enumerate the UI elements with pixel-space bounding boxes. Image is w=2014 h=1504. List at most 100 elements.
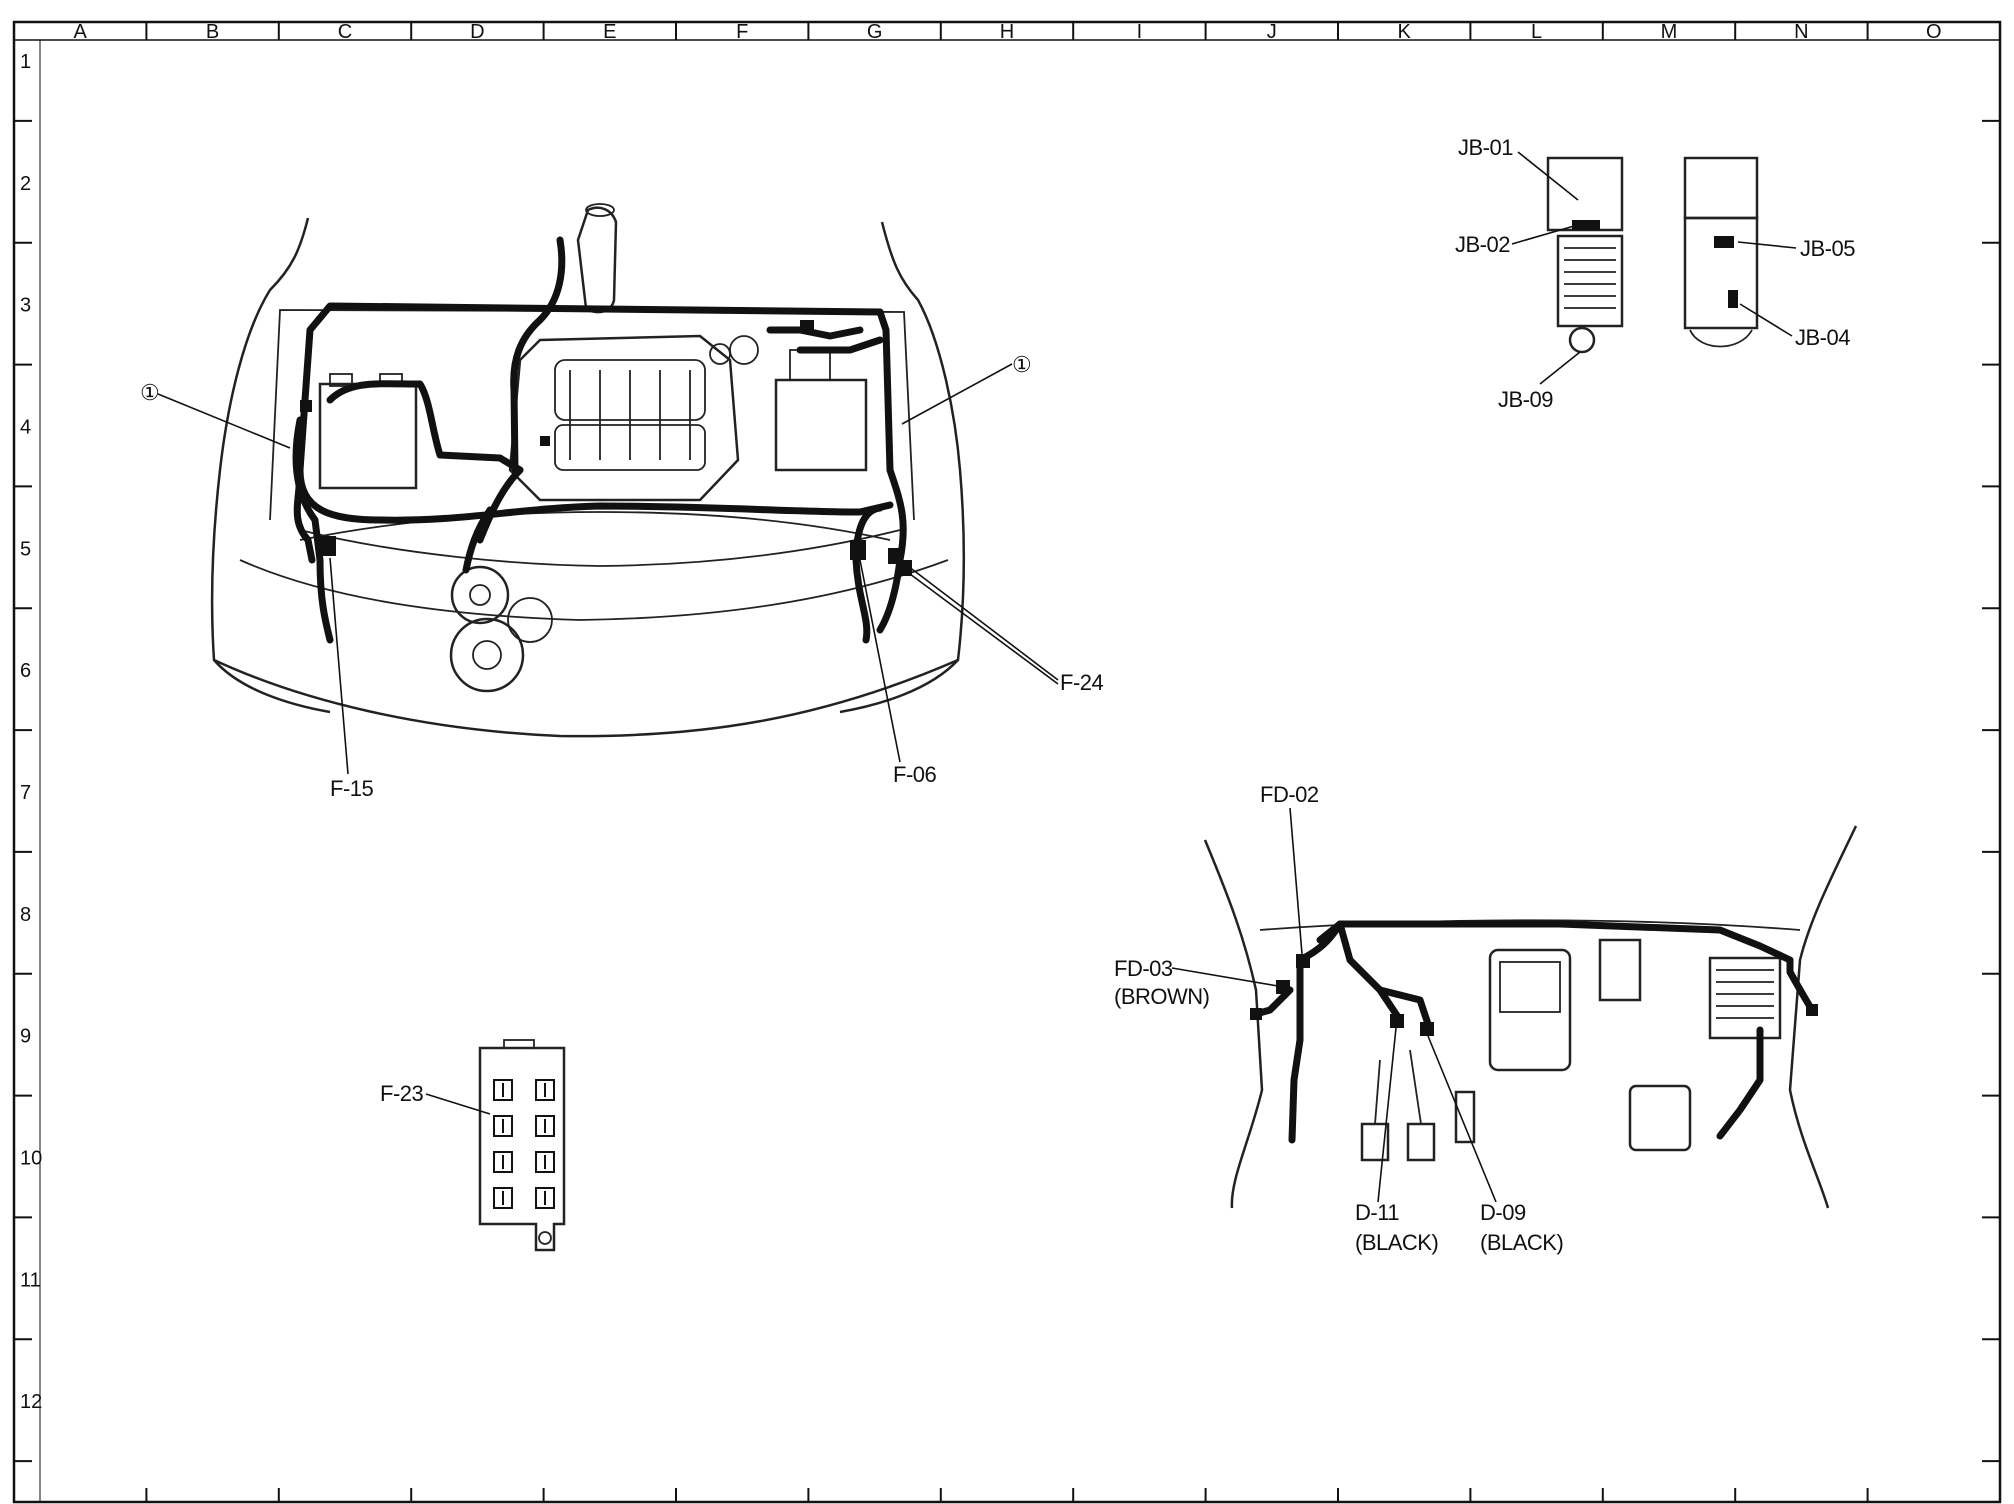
connector-fd03 — [1276, 980, 1290, 994]
column-label: M — [1661, 21, 1678, 43]
column-label: J — [1267, 21, 1277, 43]
connector-f24-a — [888, 548, 900, 564]
engine-block — [508, 334, 740, 502]
column-label: D — [470, 21, 484, 43]
row-label: 2 — [20, 173, 31, 195]
relay-cell — [493, 1115, 513, 1137]
dashboard-illustration — [1203, 825, 1858, 1209]
label-jb02: JB-02 — [1455, 232, 1510, 257]
column-labels: A B C D E F G H I J K L M N O — [74, 21, 1942, 43]
control-module — [1628, 1084, 1692, 1152]
relay-block-body — [478, 1046, 566, 1252]
air-cleaner — [774, 378, 868, 472]
column-label: F — [736, 21, 748, 43]
hvac-unit — [1488, 948, 1572, 1072]
label-fd02: FD-02 — [1260, 782, 1319, 807]
column-label: K — [1398, 21, 1412, 43]
front-bumper — [213, 658, 959, 738]
label-f15: F-15 — [330, 776, 374, 801]
junction-box-labels: JB-01 JB-02 JB-05 JB-04 JB-09 — [1455, 135, 1856, 412]
pulley-lower — [449, 617, 525, 693]
relay-cell — [535, 1079, 555, 1101]
left-a-pillar — [1203, 839, 1264, 1209]
row-label: 11 — [20, 1269, 41, 1291]
column-label: H — [1000, 21, 1014, 43]
connector-f15 — [320, 536, 336, 556]
label-jb04: JB-04 — [1795, 325, 1850, 350]
pulley-upper — [450, 565, 510, 625]
connector-f24-b — [900, 560, 912, 576]
relay-cell — [493, 1151, 513, 1173]
left-fender — [210, 217, 331, 714]
callout-1-right: ① — [1012, 352, 1031, 377]
callout-1-left: ① — [140, 380, 159, 405]
engine-bay-labels: ① ① F-15 F-06 F-24 — [140, 352, 1104, 801]
column-label: O — [1926, 21, 1942, 43]
engine-bay-illustration — [210, 203, 966, 738]
row-label: 3 — [20, 295, 31, 317]
dash-top-edge — [1259, 919, 1801, 931]
row-ticks — [14, 119, 2000, 1463]
air-intake-duct — [576, 206, 618, 314]
relay-block-illustration — [478, 1039, 566, 1252]
right-a-pillar — [1788, 825, 1858, 1209]
jb-right-unit — [1683, 156, 1759, 220]
label-fd03: FD-03 — [1114, 956, 1173, 981]
bumper-inner — [239, 559, 949, 621]
accelerator-pedal — [1406, 1122, 1436, 1162]
label-d09-color: (BLACK) — [1480, 1230, 1563, 1255]
row-label: 8 — [20, 904, 31, 926]
jb-left-unit — [1546, 156, 1624, 232]
relay-cell — [493, 1187, 513, 1209]
harness-battery-branch — [326, 380, 524, 474]
label-d11: D-11 — [1355, 1200, 1399, 1225]
relay-cell — [535, 1115, 555, 1137]
blower-housing — [1708, 956, 1782, 1040]
grille-line — [299, 529, 901, 567]
row-label: 5 — [20, 538, 31, 560]
connector-d09 — [1420, 1022, 1434, 1036]
label-d09: D-09 — [1480, 1200, 1526, 1225]
junction-box-illustration — [1546, 156, 1759, 354]
column-label: E — [603, 21, 616, 43]
harness-left-branch — [292, 416, 334, 644]
column-label: N — [1794, 21, 1808, 43]
label-f24: F-24 — [1060, 670, 1104, 695]
column-label: I — [1137, 21, 1143, 43]
row-label: 10 — [20, 1147, 42, 1169]
sheet-frame — [12, 20, 2002, 1504]
connector-f06 — [850, 540, 866, 560]
label-f23: F-23 — [380, 1081, 424, 1106]
column-label: G — [867, 21, 883, 43]
column-label: C — [338, 21, 352, 43]
relay-cell — [535, 1151, 555, 1173]
column-label: A — [74, 21, 88, 43]
column-ticks — [145, 22, 1869, 1502]
row-label: 7 — [20, 782, 31, 804]
relay-block-labels: F-23 — [380, 1081, 491, 1115]
right-fender — [839, 221, 966, 714]
label-d11-color: (BLACK) — [1355, 1230, 1438, 1255]
harness-center-branch — [510, 236, 566, 474]
connector-fd02 — [1296, 954, 1310, 968]
label-jb09: JB-09 — [1498, 387, 1553, 412]
column-label: B — [206, 21, 219, 43]
relay-cell — [493, 1079, 513, 1101]
dashboard-labels: FD-02 FD-03 (BROWN) D-11 (BLACK) D-09 (B… — [1114, 782, 1564, 1255]
row-label: 1 — [20, 51, 31, 73]
label-fd03-color: (BROWN) — [1114, 984, 1209, 1009]
relay-cell — [535, 1187, 555, 1209]
row-label: 6 — [20, 660, 31, 682]
label-jb01: JB-01 — [1458, 135, 1513, 160]
connector-d11 — [1390, 1014, 1404, 1028]
harness-right-branch — [852, 504, 884, 644]
dash-harness-main — [1316, 920, 1794, 976]
relay-cells — [493, 1079, 555, 1209]
column-label: L — [1531, 21, 1542, 43]
row-label: 12 — [20, 1391, 42, 1413]
label-jb05: JB-05 — [1800, 236, 1855, 261]
harness-main-loop — [296, 302, 894, 524]
row-label: 4 — [20, 416, 31, 438]
